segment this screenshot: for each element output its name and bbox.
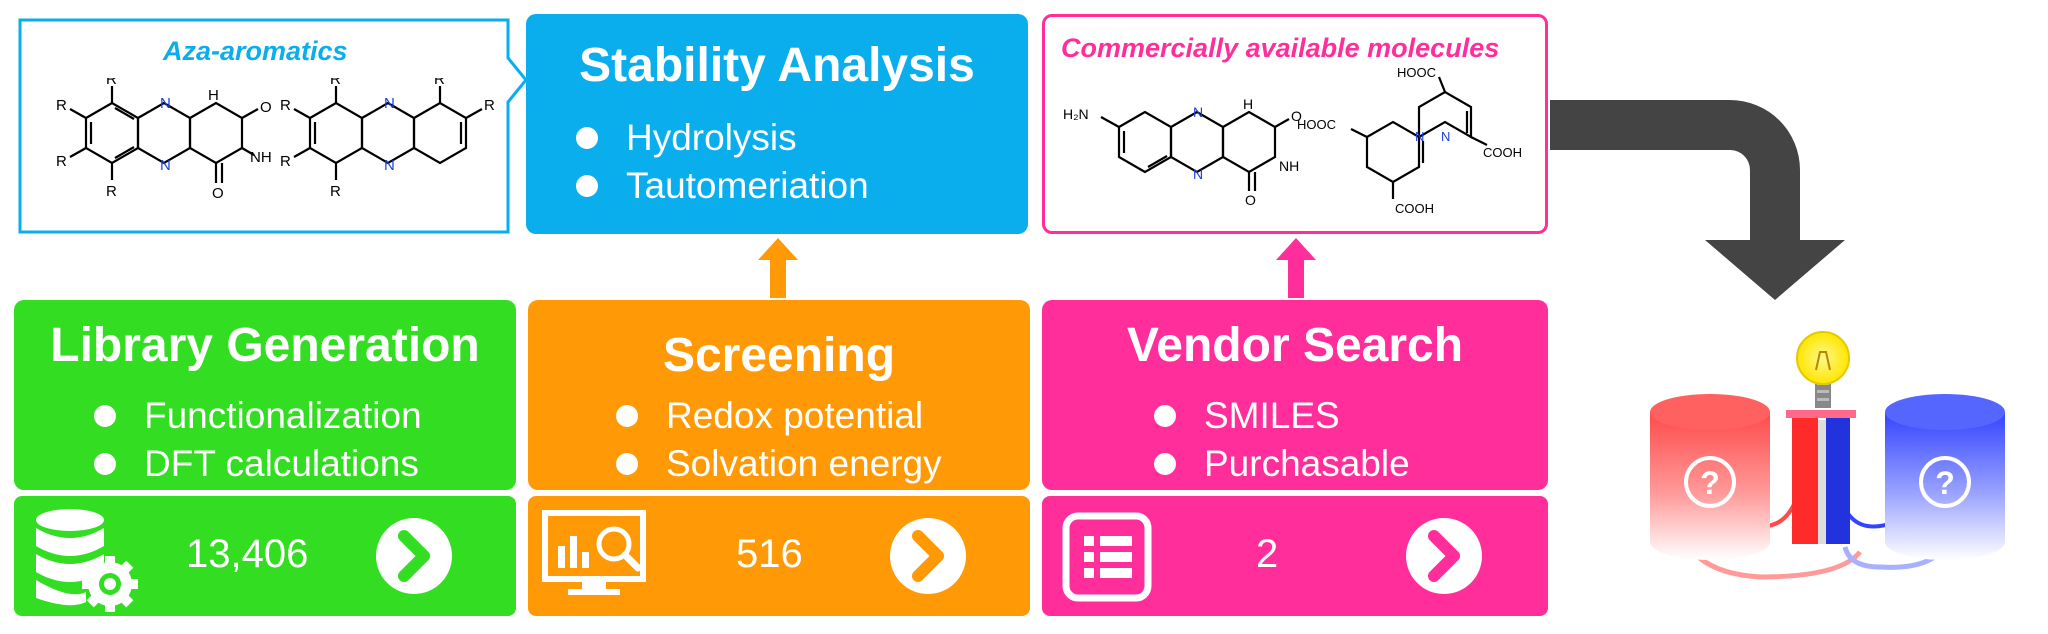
stability-analysis-panel: Stability Analysis Hydrolysis Tautomeria… (526, 14, 1028, 234)
bipyridine-molecule: HOOC HOOC COOH COOH N N (1297, 67, 1522, 216)
cooh-label: COOH (1395, 201, 1434, 216)
aza-molecule-2: R R R R R R N N (280, 78, 495, 200)
commercial-molecules-caption: Commercially available molecules (1061, 33, 1500, 63)
n-label: N (384, 157, 395, 174)
h2n-label: H₂N (1063, 106, 1089, 122)
o-label: O (260, 99, 272, 116)
vendor-item-purchasable: Purchasable (1146, 440, 1410, 488)
h-label: H (1243, 96, 1253, 112)
n-label: N (160, 95, 171, 112)
database-gear-icon (36, 509, 138, 612)
chevron-right-icon (398, 530, 430, 582)
up-arrow-orange (758, 238, 798, 298)
hooc-label: HOOC (1397, 67, 1436, 80)
vendor-footer: 2 (1042, 496, 1548, 616)
nh-label: NH (1279, 158, 1299, 174)
library-footer: 13,406 (14, 496, 516, 616)
screening-count: 516 (736, 532, 803, 576)
monitor-search-icon (542, 510, 646, 595)
n-label: N (1441, 129, 1450, 144)
aza-aromatics-caption: Aza-aromatics (163, 36, 348, 66)
up-arrow-magenta (1276, 238, 1316, 298)
r-label: R (56, 97, 67, 114)
vendor-next-button[interactable] (1406, 518, 1482, 594)
commercial-molecules-box: Commercially available molecules H₂N H O… (1042, 14, 1548, 234)
screening-item-solvation: Solvation energy (608, 440, 942, 488)
amino-molecule: H₂N H O NH O N N (1063, 96, 1302, 208)
n-label: N (1193, 104, 1203, 120)
n-label: N (384, 95, 395, 112)
r-label: R (330, 183, 341, 200)
lightbulb-icon (1796, 331, 1850, 408)
vendor-search-panel: Vendor Search SMILES Purchasable (1042, 300, 1548, 490)
aza-molecule-1: R R R R H O NH O N N (56, 78, 272, 202)
screening-footer: 516 (528, 496, 1030, 616)
r-label: R (434, 78, 445, 88)
r-label: R (106, 78, 117, 88)
vendor-count: 2 (1256, 532, 1279, 576)
h-label: H (208, 87, 219, 104)
r-label: R (106, 183, 117, 200)
n-label: N (1193, 166, 1203, 182)
stability-analysis-title: Stability Analysis (579, 39, 975, 92)
r-label: R (280, 153, 291, 170)
library-generation-title: Library Generation (50, 319, 480, 372)
curved-arrow (1550, 100, 1845, 300)
r-label: R (484, 97, 495, 114)
cooh-label: COOH (1483, 145, 1522, 160)
library-next-button[interactable] (376, 518, 452, 594)
screening-panel: Screening Redox potential Solvation ener… (528, 300, 1030, 490)
o-label: O (1291, 108, 1302, 124)
chevron-right-icon (1428, 530, 1460, 582)
screening-next-button[interactable] (890, 518, 966, 594)
library-generation-panel: Library Generation Functionalization DFT… (14, 300, 516, 490)
list-icon (1062, 512, 1152, 602)
n-label: N (160, 157, 171, 174)
flow-battery-illustration: ? ? (1650, 331, 2005, 580)
aza-aromatics-box: Aza-aromatics R R R R H O NH O N N (18, 18, 528, 234)
vendor-item-smiles: SMILES (1146, 392, 1410, 440)
right-tank-mark: ? (1935, 465, 1955, 501)
vendor-search-title: Vendor Search (1126, 319, 1464, 372)
r-label: R (280, 97, 291, 114)
stability-item-hydrolysis: Hydrolysis (568, 114, 869, 162)
left-tank-mark: ? (1700, 465, 1720, 501)
r-label: R (56, 153, 67, 170)
stability-item-tautomeriation: Tautomeriation (568, 162, 869, 210)
hooc-label: HOOC (1297, 117, 1336, 132)
n-label: N (1415, 129, 1424, 144)
chevron-right-icon (912, 530, 944, 582)
o-label: O (212, 185, 224, 202)
r-label: R (330, 78, 341, 88)
library-count: 13,406 (186, 532, 309, 576)
nh-label: NH (250, 149, 272, 166)
library-item-functionalization: Functionalization (86, 392, 422, 440)
library-item-dft: DFT calculations (86, 440, 422, 488)
screening-item-redox: Redox potential (608, 392, 942, 440)
o-label: O (1245, 192, 1256, 208)
screening-title: Screening (662, 329, 896, 382)
